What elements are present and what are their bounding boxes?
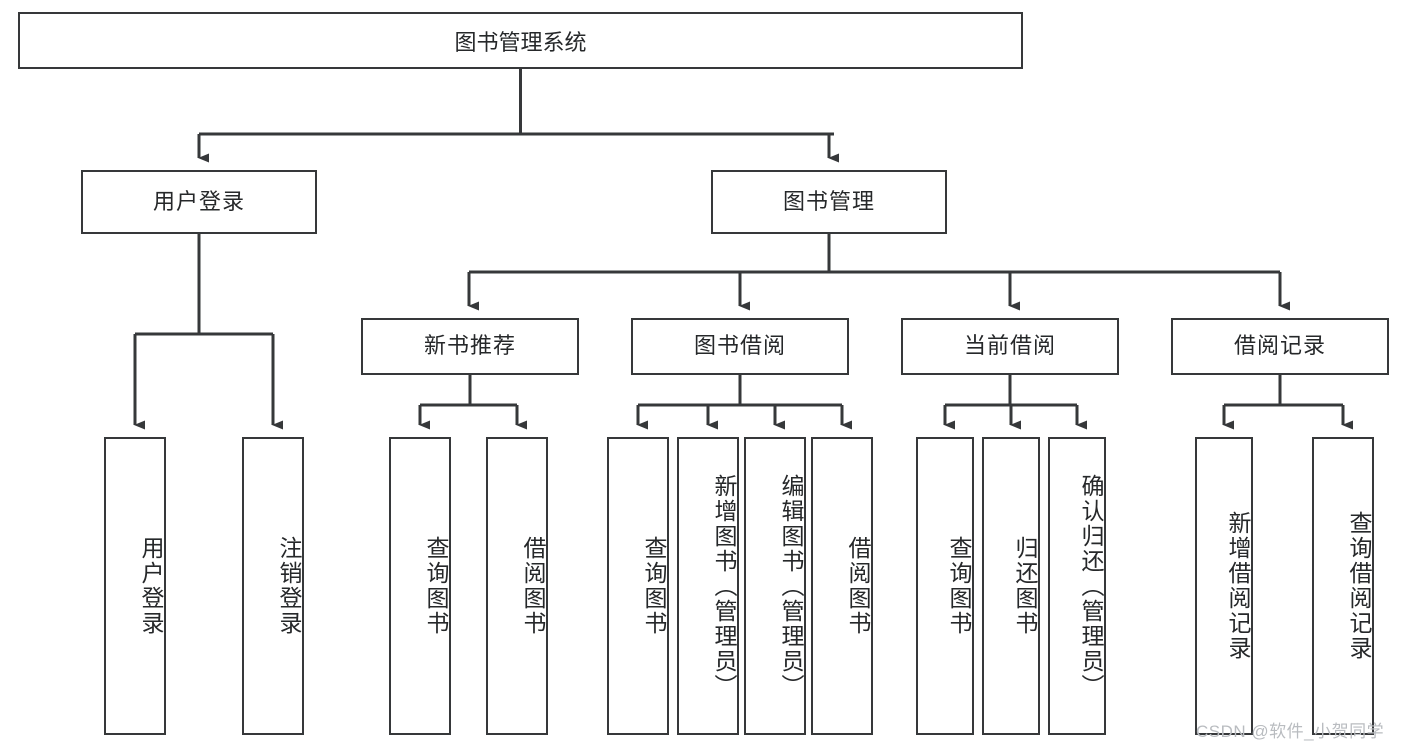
node-label: 新书推荐 xyxy=(423,333,516,359)
node-label: 借阅图书 xyxy=(520,536,546,636)
csdn-watermark: CSDN @软件_小贺同学 xyxy=(1196,722,1385,741)
node-label: 当前借阅 xyxy=(963,333,1056,359)
node-label: 用户登录 xyxy=(138,536,164,636)
leaf-node[interactable]: 编辑图书（管理员） xyxy=(744,437,806,735)
leaf-node[interactable]: 借阅图书 xyxy=(486,437,548,735)
node-label: 注销登录 xyxy=(276,536,302,636)
node-book-borrow[interactable]: 图书借阅 xyxy=(631,318,849,375)
node-label: 借阅记录 xyxy=(1233,333,1326,359)
leaf-node[interactable]: 确认归还（管理员） xyxy=(1048,437,1106,735)
node-book-management[interactable]: 图书管理 xyxy=(711,170,947,234)
leaf-node[interactable]: 查询图书 xyxy=(607,437,669,735)
node-current-borrow[interactable]: 当前借阅 xyxy=(901,318,1119,375)
node-label: 借阅图书 xyxy=(845,536,871,636)
node-label: 查询借阅记录 xyxy=(1346,511,1372,661)
leaf-node[interactable]: 查询借阅记录 xyxy=(1312,437,1374,735)
leaf-node[interactable]: 查询图书 xyxy=(916,437,974,735)
node-root-label: 图书管理系统 xyxy=(454,29,587,55)
leaf-node[interactable]: 注销登录 xyxy=(242,437,304,735)
leaf-node[interactable]: 新增图书（管理员） xyxy=(677,437,739,735)
node-label: 确认归还（管理员） xyxy=(1078,473,1104,699)
node-label: 查询图书 xyxy=(423,536,449,636)
node-root-system[interactable]: 图书管理系统 xyxy=(18,12,1023,69)
leaf-node[interactable]: 查询图书 xyxy=(389,437,451,735)
leaf-node[interactable]: 归还图书 xyxy=(982,437,1040,735)
node-new-book-recommend[interactable]: 新书推荐 xyxy=(361,318,579,375)
node-label: 新增借阅记录 xyxy=(1225,511,1251,661)
node-user-login[interactable]: 用户登录 xyxy=(81,170,317,234)
node-label: 图书借阅 xyxy=(693,333,786,359)
leaf-node[interactable]: 新增借阅记录 xyxy=(1195,437,1253,735)
node-label: 新增图书（管理员） xyxy=(711,473,737,699)
node-label: 查询图书 xyxy=(641,536,667,636)
node-label: 编辑图书（管理员） xyxy=(778,473,804,699)
node-label: 归还图书 xyxy=(1012,536,1038,636)
node-borrow-record[interactable]: 借阅记录 xyxy=(1171,318,1389,375)
leaf-node[interactable]: 用户登录 xyxy=(104,437,166,735)
node-label: 用户登录 xyxy=(152,188,245,214)
leaf-node[interactable]: 借阅图书 xyxy=(811,437,873,735)
node-label: 图书管理 xyxy=(782,188,875,214)
node-label: 查询图书 xyxy=(946,536,972,636)
